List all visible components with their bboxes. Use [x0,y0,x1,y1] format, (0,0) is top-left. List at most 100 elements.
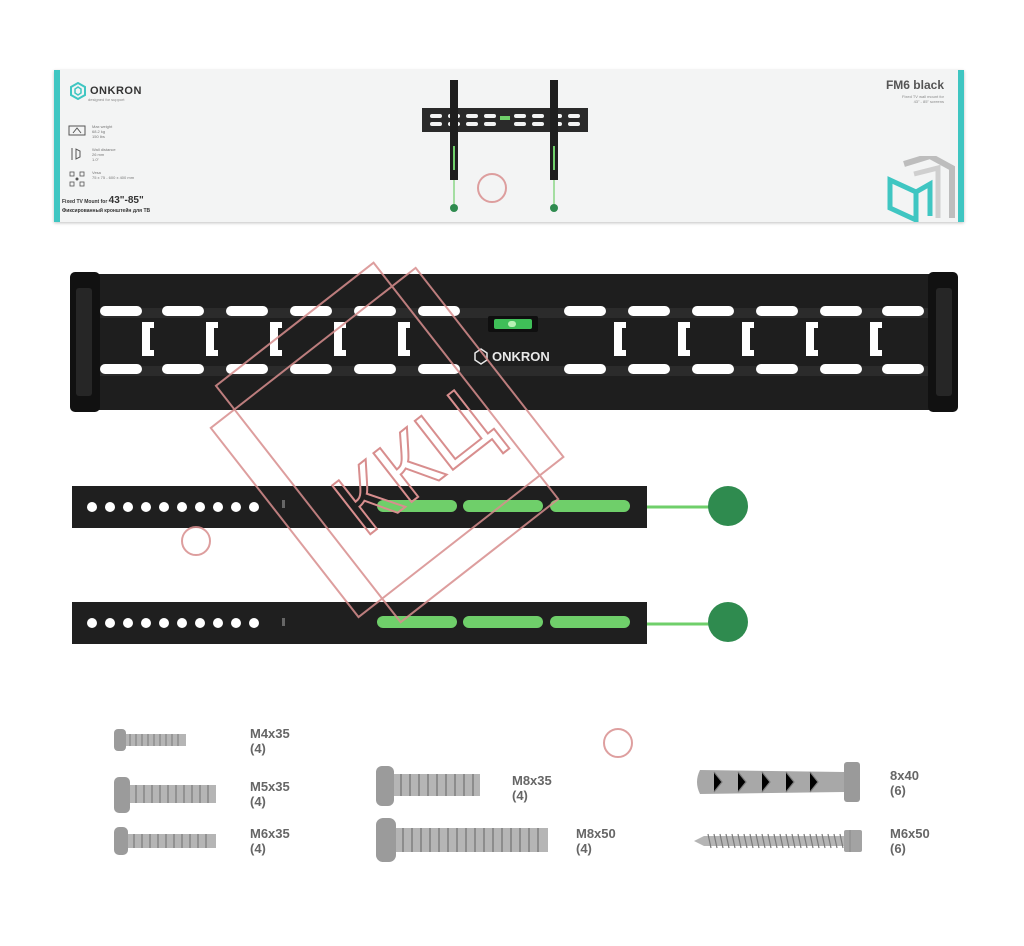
box-teal-stripe-left [54,70,60,222]
spec-weight-line1: Max weight [92,124,113,129]
fixed-mount-label: Fixed TV Mount for [62,199,108,205]
hardware-name: M6x50 [890,826,930,841]
brand-name: ONKRON [90,85,142,97]
wall-plate-logo: ONKRON [474,348,550,365]
arm-hole [195,618,205,628]
watermark: ККЦ [181,173,633,758]
hardware-name: M4x35 [250,726,290,741]
slot-bracket [206,322,218,356]
arm-hole [231,502,241,512]
spec-profile-line2: 26 mm [92,152,105,157]
slot-bottom [226,364,268,374]
arm-hole [249,618,259,628]
onkron-logo-icon [70,82,86,100]
arm-hole [177,502,187,512]
screw-m8x50 [376,818,548,862]
slot-bottom [162,364,204,374]
model-subtitle: Fixed TV wall mount for 43" - 85" screen… [902,94,944,104]
screw-m4x35 [114,729,186,751]
hardware-label-8x40: 8x40 (6) [890,768,919,798]
tv-arms [72,486,748,644]
hardware-name: M6x35 [250,826,290,841]
model-title: FM6 black [885,78,944,92]
slot-top [100,306,142,316]
hardware-name: 8x40 [890,768,919,783]
arm-hole [105,618,115,628]
fixed-mount-line: Fixed TV Mount for 43"-85" [62,195,144,206]
dowel-8x40 [697,762,860,802]
arm-hole [213,618,223,628]
spec-profile-line1: Wall distance [92,147,116,152]
arm-hole [141,618,151,628]
brand-tagline: designed for support [88,97,125,102]
slot-top [226,306,268,316]
hardware-count: (4) [250,841,266,856]
slot-top [564,306,606,316]
slot-bracket [614,322,626,356]
slot-bottom [756,364,798,374]
slot-bottom [418,364,460,374]
screw-m6x50 [694,830,862,852]
model-subtitle-line2: 43" - 85" screens [913,99,944,104]
slot-bracket [806,322,818,356]
slot-bracket [742,322,754,356]
slot-bracket [678,322,690,356]
slot-top [820,306,862,316]
tv-arm-top [72,486,748,528]
wall-plate: ONKRON [70,272,958,412]
slot-bracket [870,322,882,356]
hardware-count: (6) [890,783,906,798]
arm-hole [105,502,115,512]
slot-bottom [882,364,924,374]
box-logo: ONKRON [70,82,142,100]
hardware-label-m5x35: M5x35 (4) [250,779,290,809]
hardware-label-m6x35: M6x35 (4) [250,826,290,856]
russian-label: Фиксированный кронштейн для ТВ [62,208,151,214]
slot-top [882,306,924,316]
slot-top [418,306,460,316]
arm-hole [87,502,97,512]
box-cube-logo-icon [887,156,955,222]
hardware-count: (6) [890,841,906,856]
spec-vesa-line2: 75 x 75 - 600 x 400 mm [92,175,135,180]
spec-vesa: Vesa 75 x 75 - 600 x 400 mm [68,170,134,188]
product-box: ONKRON designed for support Max weight 6… [54,70,964,222]
spec-weight: Max weight 68.2 kg 150 lbs [68,124,112,139]
hardware-name: M8x50 [576,826,616,841]
hardware-label-m8x35: M8x35 (4) [512,773,552,803]
spec-weight-line3: 150 lbs [92,134,105,139]
slot-bracket [142,322,154,356]
watermark-text: ККЦ [315,370,512,554]
slot-top [162,306,204,316]
vesa-icon [69,171,85,187]
size-range: 43"-85" [108,195,144,206]
profile-icon [71,148,81,160]
hardware-count: (4) [512,788,528,803]
arm-hole [231,618,241,628]
slot-bottom [564,364,606,374]
spec-profile-line3: 1.0" [92,157,99,162]
hardware-count: (4) [250,794,266,809]
weight-icon [68,125,86,136]
slot-bracket [398,322,410,356]
hardware-count: (4) [250,741,266,756]
slot-bottom [290,364,332,374]
slot-top [628,306,670,316]
arm-hole [123,618,133,628]
box-mount-illustration [422,80,588,212]
arm-hole [177,618,187,628]
hardware-name: M5x35 [250,779,290,794]
box-teal-stripe-right [958,70,964,222]
wall-plate-brand: ONKRON [492,349,550,364]
screw-m6x35 [114,827,216,855]
slot-top [756,306,798,316]
arm-hole [249,502,259,512]
slot-bottom [354,364,396,374]
slot-top [692,306,734,316]
hardware-label-m6x50: M6x50 (6) [890,826,930,856]
tv-arm-bottom [72,602,748,644]
hardware-name: M8x35 [512,773,552,788]
screw-m8x35 [376,766,480,806]
arm-hole [195,502,205,512]
model-subtitle-line1: Fixed TV wall mount for [902,94,944,99]
